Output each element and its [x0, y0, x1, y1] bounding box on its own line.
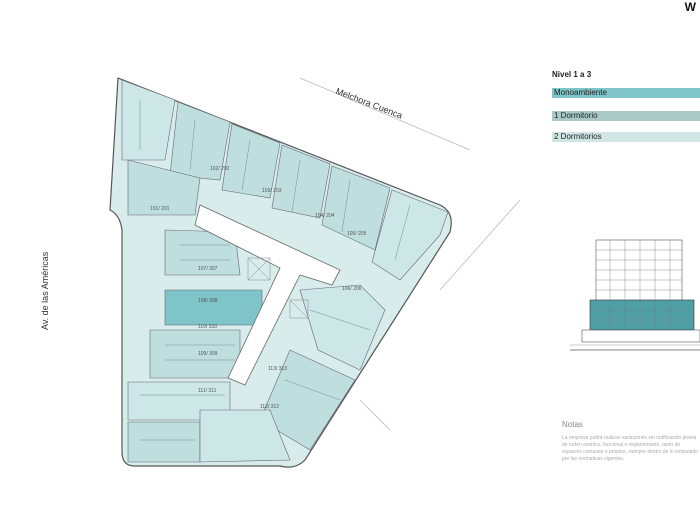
unit-label: 107/ 307 [198, 266, 218, 272]
notes-title: Notas [562, 420, 583, 429]
unit-label: 103/ 203 [262, 188, 282, 194]
legend-item-2-dormitorios: 2 Dormitorios [552, 132, 700, 142]
unit-label: 105/ 205 [347, 231, 367, 237]
unit-label: 102/ 202 [210, 166, 230, 172]
building-elevation [570, 239, 700, 351]
unit-label: 110/ 310 [198, 324, 217, 330]
unit-label: 112/ 312 [260, 404, 279, 410]
unit-label: 106/ 206 [342, 286, 362, 292]
street-label-left: Av. de las Américas [40, 251, 50, 330]
corridor [194, 204, 341, 386]
notes-text: La empresa podrá realizar variaciones si… [562, 435, 698, 462]
unit-label: 113/ 313 [268, 366, 287, 372]
legend-item-monoambiente: Monoambiente [552, 88, 700, 98]
units-layer [121, 79, 449, 463]
unit-label: 109/ 309 [198, 351, 218, 357]
logo: W [684, 0, 696, 14]
unit-label: 104/ 204 [315, 213, 335, 219]
unit-label: 101/ 201 [150, 206, 170, 212]
unit-label: 111/ 311 [198, 388, 217, 394]
unit-labels: 102/ 202 103/ 203 104/ 204 101/ 201 105/… [150, 166, 367, 410]
interior-walls [139, 100, 411, 441]
legend-item-1-dormitorio: 1 Dormitorio [552, 111, 700, 121]
unit-label: 108/ 308 [198, 298, 218, 304]
legend-title: Nivel 1 a 3 [552, 70, 592, 79]
